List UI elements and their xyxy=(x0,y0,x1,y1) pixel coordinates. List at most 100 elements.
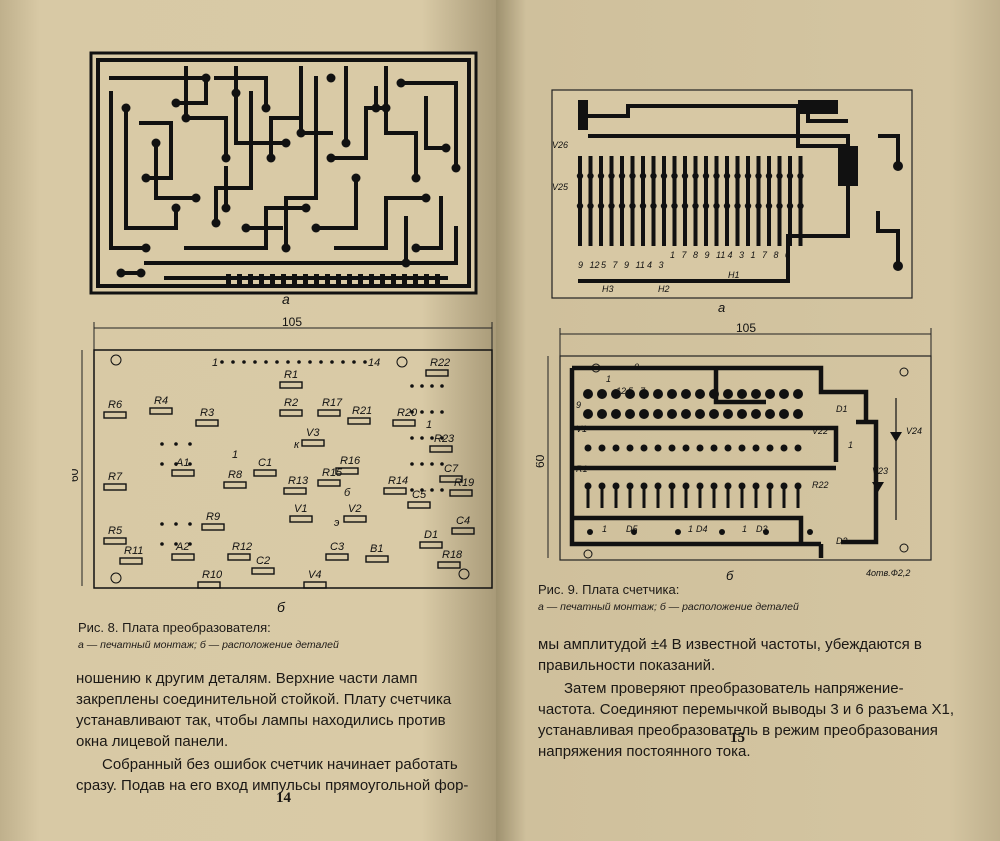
fig8b-dot xyxy=(188,462,192,466)
fig9a-digit: 4 xyxy=(647,260,652,270)
fig8b-component-label: R3 xyxy=(200,407,215,419)
fig9a-pad xyxy=(744,202,752,210)
fig8b-dot xyxy=(420,410,424,414)
fig9a-pad xyxy=(576,172,584,180)
fig8b-component-body xyxy=(343,515,367,523)
fig9a-pad xyxy=(681,202,689,210)
fig9a-mount-pad xyxy=(893,261,903,271)
fig9b-pad xyxy=(793,409,803,419)
fig8a-trace xyxy=(109,91,148,250)
fig8b-dot xyxy=(319,360,323,364)
fig8a-pad xyxy=(401,258,411,268)
fig8a-trace xyxy=(334,196,428,250)
fig9b-label: R22 xyxy=(812,480,829,490)
fig9a-pad xyxy=(692,202,699,210)
fig9a-pad xyxy=(650,202,657,210)
fig8b-component-body xyxy=(283,487,307,495)
fig9b-label: 0 xyxy=(634,362,639,372)
fig8b-component-body xyxy=(347,417,371,425)
fig8a-edge-contact xyxy=(226,274,231,284)
fig9b-pin xyxy=(600,486,604,508)
fig9a-pad xyxy=(744,172,752,180)
fig8b-mount-hole xyxy=(110,572,122,584)
fig9a-digit: 3 xyxy=(739,250,744,260)
fig9a-pad xyxy=(671,172,678,180)
right-paragraph-2: Затем проверяют преобразователь напряжен… xyxy=(538,680,955,760)
fig9b-pin xyxy=(698,486,702,508)
fig9b-pin xyxy=(754,486,758,508)
fig9b-pad xyxy=(765,389,775,399)
fig8a-trace xyxy=(414,196,443,250)
fig8b-component-body xyxy=(303,581,327,589)
fig9b-pad xyxy=(612,444,620,452)
fig9-a-label: а xyxy=(718,300,725,315)
fig9b-pad xyxy=(723,409,733,419)
fig8b-dot xyxy=(410,384,414,388)
fig9a-pad xyxy=(786,202,794,210)
fig8b-component-body xyxy=(103,537,127,545)
fig8a-pad xyxy=(411,173,421,183)
fig8b-component-label: A1 xyxy=(175,457,189,469)
fig8b-component-label: R12 xyxy=(232,541,252,553)
fig9b-trace xyxy=(572,365,869,422)
fig9b-label: 1 xyxy=(606,374,611,384)
fig9b-pad xyxy=(668,444,676,452)
fig8b-component-label: R7 xyxy=(108,471,123,483)
fig9a-digit: 3 xyxy=(659,260,664,270)
fig8a-edge-contact xyxy=(347,274,352,284)
fig8a-pad xyxy=(371,103,381,113)
fig8a-pad xyxy=(411,243,421,253)
fig8a-pad xyxy=(241,223,251,233)
fig8b-dot xyxy=(174,462,178,466)
fig9a-pad xyxy=(650,172,657,180)
fig8-caption: Рис. 8. Плата преобразователя: а — печат… xyxy=(78,620,478,651)
fig8b-component-body xyxy=(253,469,277,477)
fig8b-component-label: R2 xyxy=(284,397,298,409)
fig8a-trace xyxy=(184,66,228,160)
fig8b-dot xyxy=(174,522,178,526)
fig9b-pad xyxy=(639,389,649,399)
fig9a-pad xyxy=(797,202,804,210)
fig8b-component-label: R14 xyxy=(388,475,408,487)
fig8-b-label: б xyxy=(277,599,286,615)
fig9b-diode-symbol xyxy=(872,482,884,492)
fig9a-pad xyxy=(776,202,783,210)
fig8b-component-body xyxy=(317,409,341,417)
fig8b-pin-label: 1 xyxy=(212,357,218,369)
fig8b-dot xyxy=(363,360,367,364)
fig8b-component-label: R20 xyxy=(397,407,418,419)
fig8a-pad xyxy=(136,268,146,278)
fig8b-component-label: R23 xyxy=(434,433,455,445)
fig8b-dot xyxy=(188,542,192,546)
fig9-dim-width: 105 xyxy=(736,322,756,335)
fig9b-pad xyxy=(583,389,593,399)
fig8a-pad xyxy=(211,218,221,228)
fig9b-pin xyxy=(712,486,716,508)
fig8a-edge-contact xyxy=(424,274,429,284)
fig8a-pad xyxy=(181,113,191,123)
fig8b-component-body xyxy=(103,411,127,419)
fig8b-dot xyxy=(410,410,414,414)
fig8a-trace xyxy=(144,226,458,265)
fig9b-pin xyxy=(782,486,786,508)
fig9a-label: H2 xyxy=(658,284,670,294)
fig9b-label: 1 xyxy=(602,524,607,534)
fig8a-edge-contact xyxy=(380,274,385,284)
fig8b-dot xyxy=(430,384,434,388)
fig8b-component-label: R5 xyxy=(108,525,123,537)
fig8a-pad xyxy=(221,153,231,163)
fig8b-dot xyxy=(420,436,424,440)
fig9b-pad xyxy=(737,409,747,419)
fig9a-digit: 11 xyxy=(716,250,725,260)
fig8a-edge-contact xyxy=(292,274,297,284)
fig8b-dot xyxy=(430,488,434,492)
fig9b-pad xyxy=(763,529,769,535)
fig9b-pad xyxy=(584,444,592,452)
fig8b-dot xyxy=(220,360,224,364)
fig8a-trace xyxy=(399,81,458,170)
fig8a-edge-contact xyxy=(270,274,275,284)
fig9a-pad xyxy=(629,172,636,180)
fig9b-pad xyxy=(597,409,607,419)
fig9b-pad xyxy=(639,409,649,419)
